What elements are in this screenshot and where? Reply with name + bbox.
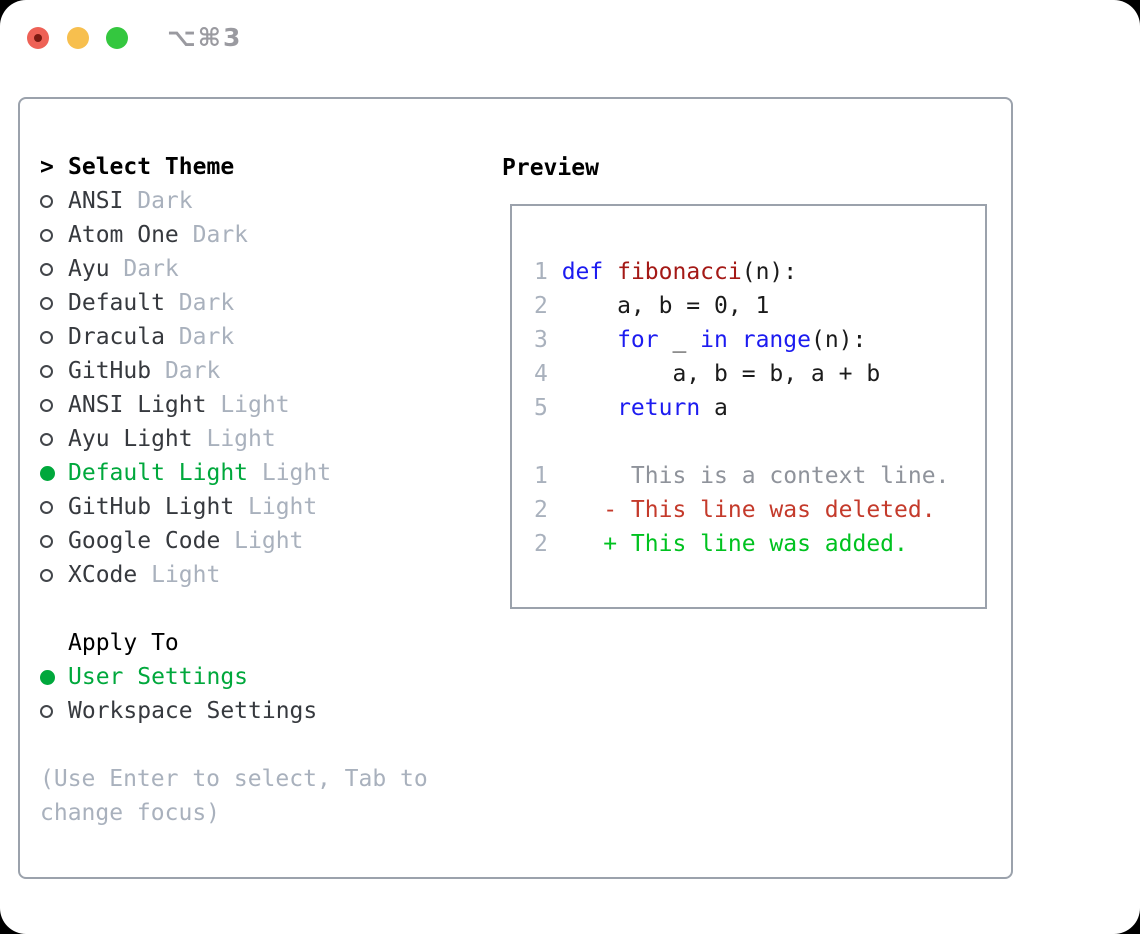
theme-option-label: Ayu — [68, 256, 110, 282]
theme-option-label: Dracula — [68, 324, 165, 350]
theme-option-variant: Light — [151, 562, 221, 588]
code-line-text: return a — [617, 395, 728, 421]
theme-option-variant: Dark — [178, 324, 235, 350]
unsaved-indicator-dot — [34, 34, 42, 42]
code-line: 1 def fibonacci(n): — [534, 255, 949, 289]
theme-option-label: GitHub Light — [68, 494, 235, 520]
apply-to-option-label: User Settings — [68, 664, 249, 690]
radio-icon — [40, 398, 68, 412]
theme-option[interactable]: ANSI Light Light — [40, 388, 331, 422]
code-line: 3 for _ in range(n): — [534, 323, 949, 357]
code-line: 5 return a — [534, 391, 949, 425]
radio-icon — [40, 330, 68, 344]
diff-line: 2 + This line was added. — [534, 527, 949, 561]
line-number: 5 — [534, 395, 548, 421]
theme-option[interactable]: Dracula Dark — [40, 320, 331, 354]
theme-option[interactable]: Google Code Light — [40, 524, 331, 558]
line-number: 1 — [534, 463, 548, 489]
diff-line-text: This is a context line. — [561, 463, 950, 489]
theme-option-variant: Dark — [123, 256, 179, 282]
diff-line-text: + This line was added. — [603, 531, 908, 557]
code-line-text: a, b = b, a + b — [561, 361, 881, 387]
preview-header: Preview — [502, 155, 599, 181]
apply-to-option[interactable]: User Settings — [40, 660, 317, 694]
theme-option-label: ANSI Light — [68, 392, 207, 418]
blank-line — [534, 425, 949, 459]
theme-option[interactable]: Ayu Light Light — [40, 422, 331, 456]
theme-option[interactable]: Default Light Light — [40, 456, 331, 490]
radio-selected-icon — [40, 669, 68, 685]
code-line: 2 a, b = 0, 1 — [534, 289, 949, 323]
radio-selected-icon — [40, 465, 68, 481]
hint-text: (Use Enter to select, Tab to change focu… — [40, 766, 428, 826]
theme-option[interactable]: Atom One Dark — [40, 218, 331, 252]
radio-icon — [40, 262, 68, 276]
theme-option-label: Ayu Light — [68, 426, 193, 452]
diff-line: 2 - This line was deleted. — [534, 493, 949, 527]
radio-icon — [40, 364, 68, 378]
theme-list-header-row: > Select Theme — [40, 150, 331, 184]
theme-option-label: Atom One — [68, 222, 179, 248]
line-number: 2 — [534, 293, 548, 319]
radio-icon — [40, 534, 68, 548]
theme-option-label: GitHub — [68, 358, 152, 384]
theme-option-variant: Dark — [164, 358, 221, 384]
radio-icon — [40, 500, 68, 514]
theme-option-variant: Light — [234, 528, 304, 554]
code-line-text: def fibonacci(n): — [561, 259, 798, 285]
theme-option[interactable]: ANSI Dark — [40, 184, 331, 218]
code-line: 4 a, b = b, a + b — [534, 357, 949, 391]
theme-option[interactable]: Default Dark — [40, 286, 331, 320]
radio-icon — [40, 432, 68, 446]
line-number: 2 — [534, 497, 548, 523]
code-line-text: for _ in range(n): — [617, 327, 867, 353]
radio-icon — [40, 194, 68, 208]
theme-option-variant: Light — [206, 426, 276, 452]
theme-list-header: Select Theme — [68, 154, 235, 180]
radio-icon — [40, 228, 68, 242]
radio-icon — [40, 704, 68, 718]
theme-option[interactable]: Ayu Dark — [40, 252, 331, 286]
theme-option-label: ANSI — [68, 188, 124, 214]
diff-line-text: - This line was deleted. — [603, 497, 936, 523]
theme-option[interactable]: GitHub Dark — [40, 354, 331, 388]
theme-option-variant: Light — [261, 460, 332, 486]
theme-option-variant: Dark — [137, 188, 193, 214]
theme-option-variant: Light — [248, 494, 318, 520]
radio-icon — [40, 568, 68, 582]
window-title: ⌥⌘3 — [167, 23, 243, 52]
code-line-text: a, b = 0, 1 — [561, 293, 770, 319]
radio-icon — [40, 296, 68, 310]
minimize-button[interactable] — [67, 27, 89, 49]
close-button[interactable] — [27, 27, 49, 49]
zoom-button[interactable] — [106, 27, 128, 49]
theme-option-label: Default — [68, 290, 165, 316]
line-number: 4 — [534, 361, 548, 387]
diff-line: 1 This is a context line. — [534, 459, 949, 493]
theme-option[interactable]: XCode Light — [40, 558, 331, 592]
apply-to-header: Apply To — [68, 630, 179, 656]
apply-to-header-row: Apply To — [40, 626, 317, 660]
theme-option-label: Google Code — [68, 528, 221, 554]
line-number: 3 — [534, 327, 548, 353]
line-number: 1 — [534, 259, 548, 285]
apply-to-option-label: Workspace Settings — [68, 698, 318, 724]
line-number: 2 — [534, 531, 548, 557]
theme-option-variant: Light — [220, 392, 290, 418]
theme-option-variant: Dark — [178, 290, 235, 316]
theme-option-variant: Dark — [192, 222, 249, 248]
theme-option-label: Default Light — [68, 460, 249, 486]
theme-option[interactable]: GitHub Light Light — [40, 490, 331, 524]
apply-to-option[interactable]: Workspace Settings — [40, 694, 317, 728]
focus-caret: > — [40, 154, 54, 180]
theme-option-label: XCode — [68, 562, 138, 588]
